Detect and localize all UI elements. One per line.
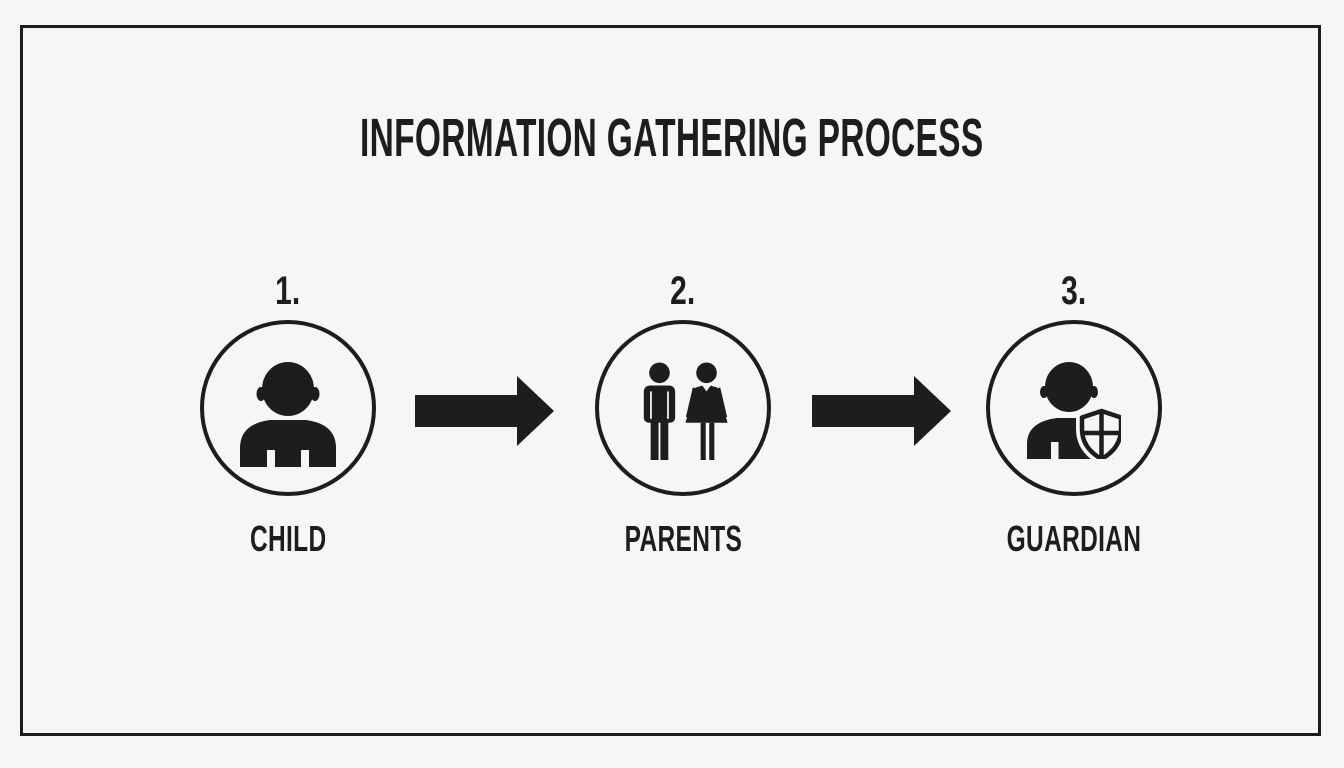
step-number-text: 3. — [1061, 268, 1087, 313]
step-label: PARENTS — [543, 518, 823, 560]
step-number-text: 2. — [670, 268, 696, 313]
page-title: INFORMATION GATHERING PROCESS — [0, 110, 1344, 166]
step-circle — [986, 320, 1162, 496]
step-number: 3. — [934, 262, 1214, 320]
person-shield-icon — [1027, 361, 1121, 459]
step-number: 1. — [148, 262, 428, 320]
page-title-text: INFORMATION GATHERING PROCESS — [360, 108, 984, 168]
step-label: CHILD — [148, 518, 428, 560]
step-parents: 2. PARENTS — [543, 262, 823, 560]
arrow-right-icon — [415, 376, 554, 446]
man-woman-icon — [643, 362, 728, 460]
arrow-right-icon — [812, 376, 951, 446]
step-circle — [595, 320, 771, 496]
step-number: 2. — [543, 262, 823, 320]
step-label-text: PARENTS — [624, 518, 742, 559]
step-number-text: 1. — [275, 268, 301, 313]
step-child: 1. CHILD — [148, 262, 428, 560]
child-person-icon — [240, 361, 336, 467]
step-guardian: 3. GUARDIAN — [934, 262, 1214, 560]
step-label-text: GUARDIAN — [1006, 518, 1142, 559]
step-label: GUARDIAN — [934, 518, 1214, 560]
step-label-text: CHILD — [249, 518, 327, 559]
diagram-border — [20, 25, 1321, 736]
step-circle — [200, 320, 376, 496]
